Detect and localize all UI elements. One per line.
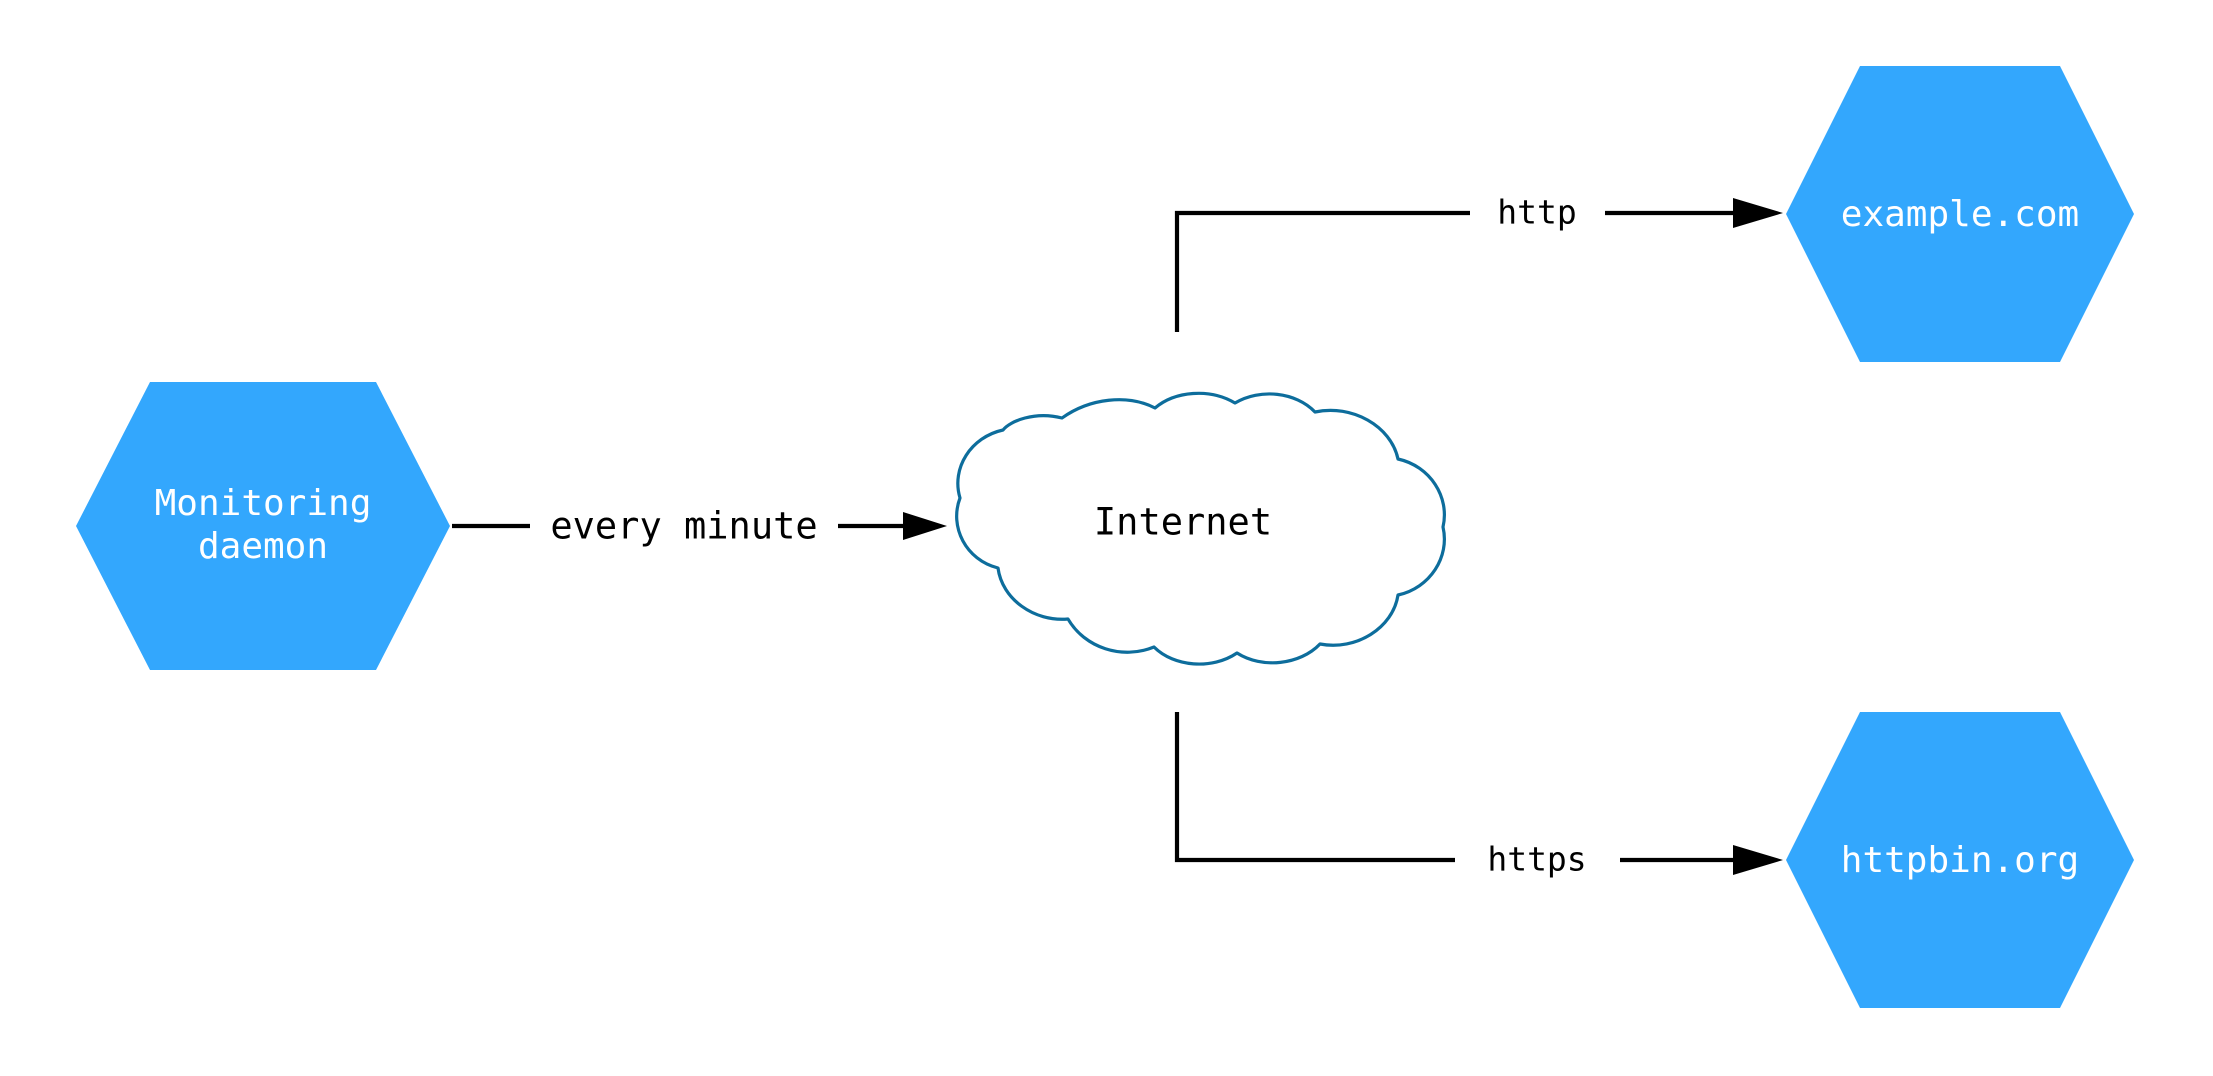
edge-daemon-to-internet[interactable]: every minute: [452, 505, 947, 548]
node-monitoring-daemon[interactable]: Monitoring daemon: [76, 382, 450, 670]
edge-internet-to-example[interactable]: http: [1174, 193, 1783, 333]
node-label-line1: Monitoring: [155, 483, 372, 524]
hexagon-shape: [1786, 712, 2134, 1008]
node-label-internet: Internet: [1094, 501, 1272, 544]
node-internet-cloud[interactable]: Internet: [955, 391, 1446, 666]
cloud-shape: [955, 391, 1446, 666]
edge-internet-to-httpbin[interactable]: https: [1174, 712, 1783, 879]
node-label-example-com: example.com: [1841, 194, 2079, 235]
edge-label-every-minute: every minute: [550, 505, 817, 548]
node-example-com[interactable]: example.com: [1786, 66, 2134, 362]
edge-label-https: https: [1487, 840, 1586, 879]
edge-segment-elbow-top: [1174, 210, 1470, 332]
node-label-httpbin-org: httpbin.org: [1841, 840, 2079, 881]
node-httpbin-org[interactable]: httpbin.org: [1786, 712, 2134, 1008]
arrowhead-icon: [1733, 198, 1783, 228]
hexagon-shape: [1786, 66, 2134, 362]
hexagon-shape: [76, 382, 450, 670]
edge-label-http: http: [1497, 193, 1576, 232]
edge-segment-elbow-bottom: [1174, 712, 1455, 863]
arrowhead-icon: [903, 512, 947, 540]
node-label-line2: daemon: [198, 526, 328, 567]
arrowhead-icon: [1733, 845, 1783, 875]
